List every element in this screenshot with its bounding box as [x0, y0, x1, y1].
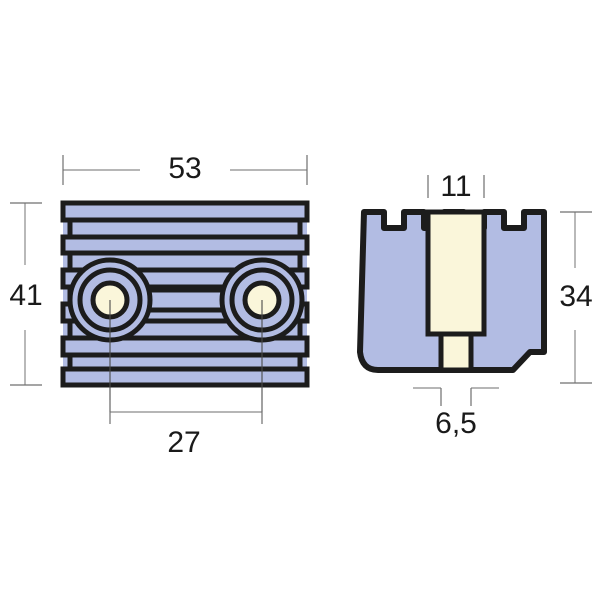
dimension-width-6-5: 6,5: [413, 387, 499, 440]
dim-34-label: 34: [559, 280, 592, 313]
dimension-width-11: 11: [427, 170, 485, 203]
front-fin-11: [60, 366, 310, 388]
front-fin-2: [67, 217, 303, 240]
side-center-slot: [425, 209, 487, 337]
dimension-width-53: 53: [62, 152, 308, 185]
front-fin-1: [60, 200, 310, 223]
side-slot-neck: [438, 331, 474, 373]
dimension-height-41: 41: [9, 202, 43, 386]
dim-65-label: 6,5: [435, 407, 477, 440]
dim-53-label: 53: [168, 152, 201, 185]
dim-41-label: 41: [9, 279, 42, 312]
side-view: [357, 209, 547, 373]
front-view: [60, 200, 310, 412]
dimension-height-34: 34: [559, 211, 593, 384]
dim-27-label: 27: [167, 426, 200, 459]
dim-11-label: 11: [440, 170, 471, 203]
dimension-pitch-27: 27: [109, 400, 263, 459]
